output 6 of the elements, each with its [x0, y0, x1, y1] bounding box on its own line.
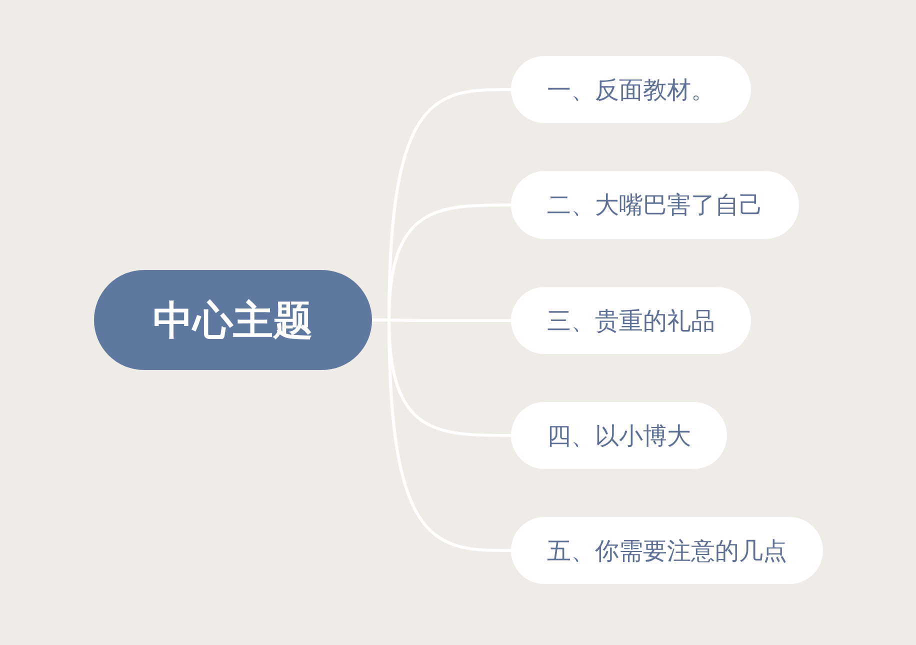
- subtopic-box: 三、贵重的礼品: [511, 287, 751, 354]
- subtopic-box: 五、你需要注意的几点: [511, 517, 823, 584]
- subtopic-box: 四、以小博大: [511, 402, 727, 469]
- subtopic-box: 一、反面教材。: [511, 56, 751, 123]
- subtopic-box: 二、大嘴巴害了自己: [511, 171, 799, 239]
- central-topic-box: 中心主题: [94, 270, 372, 370]
